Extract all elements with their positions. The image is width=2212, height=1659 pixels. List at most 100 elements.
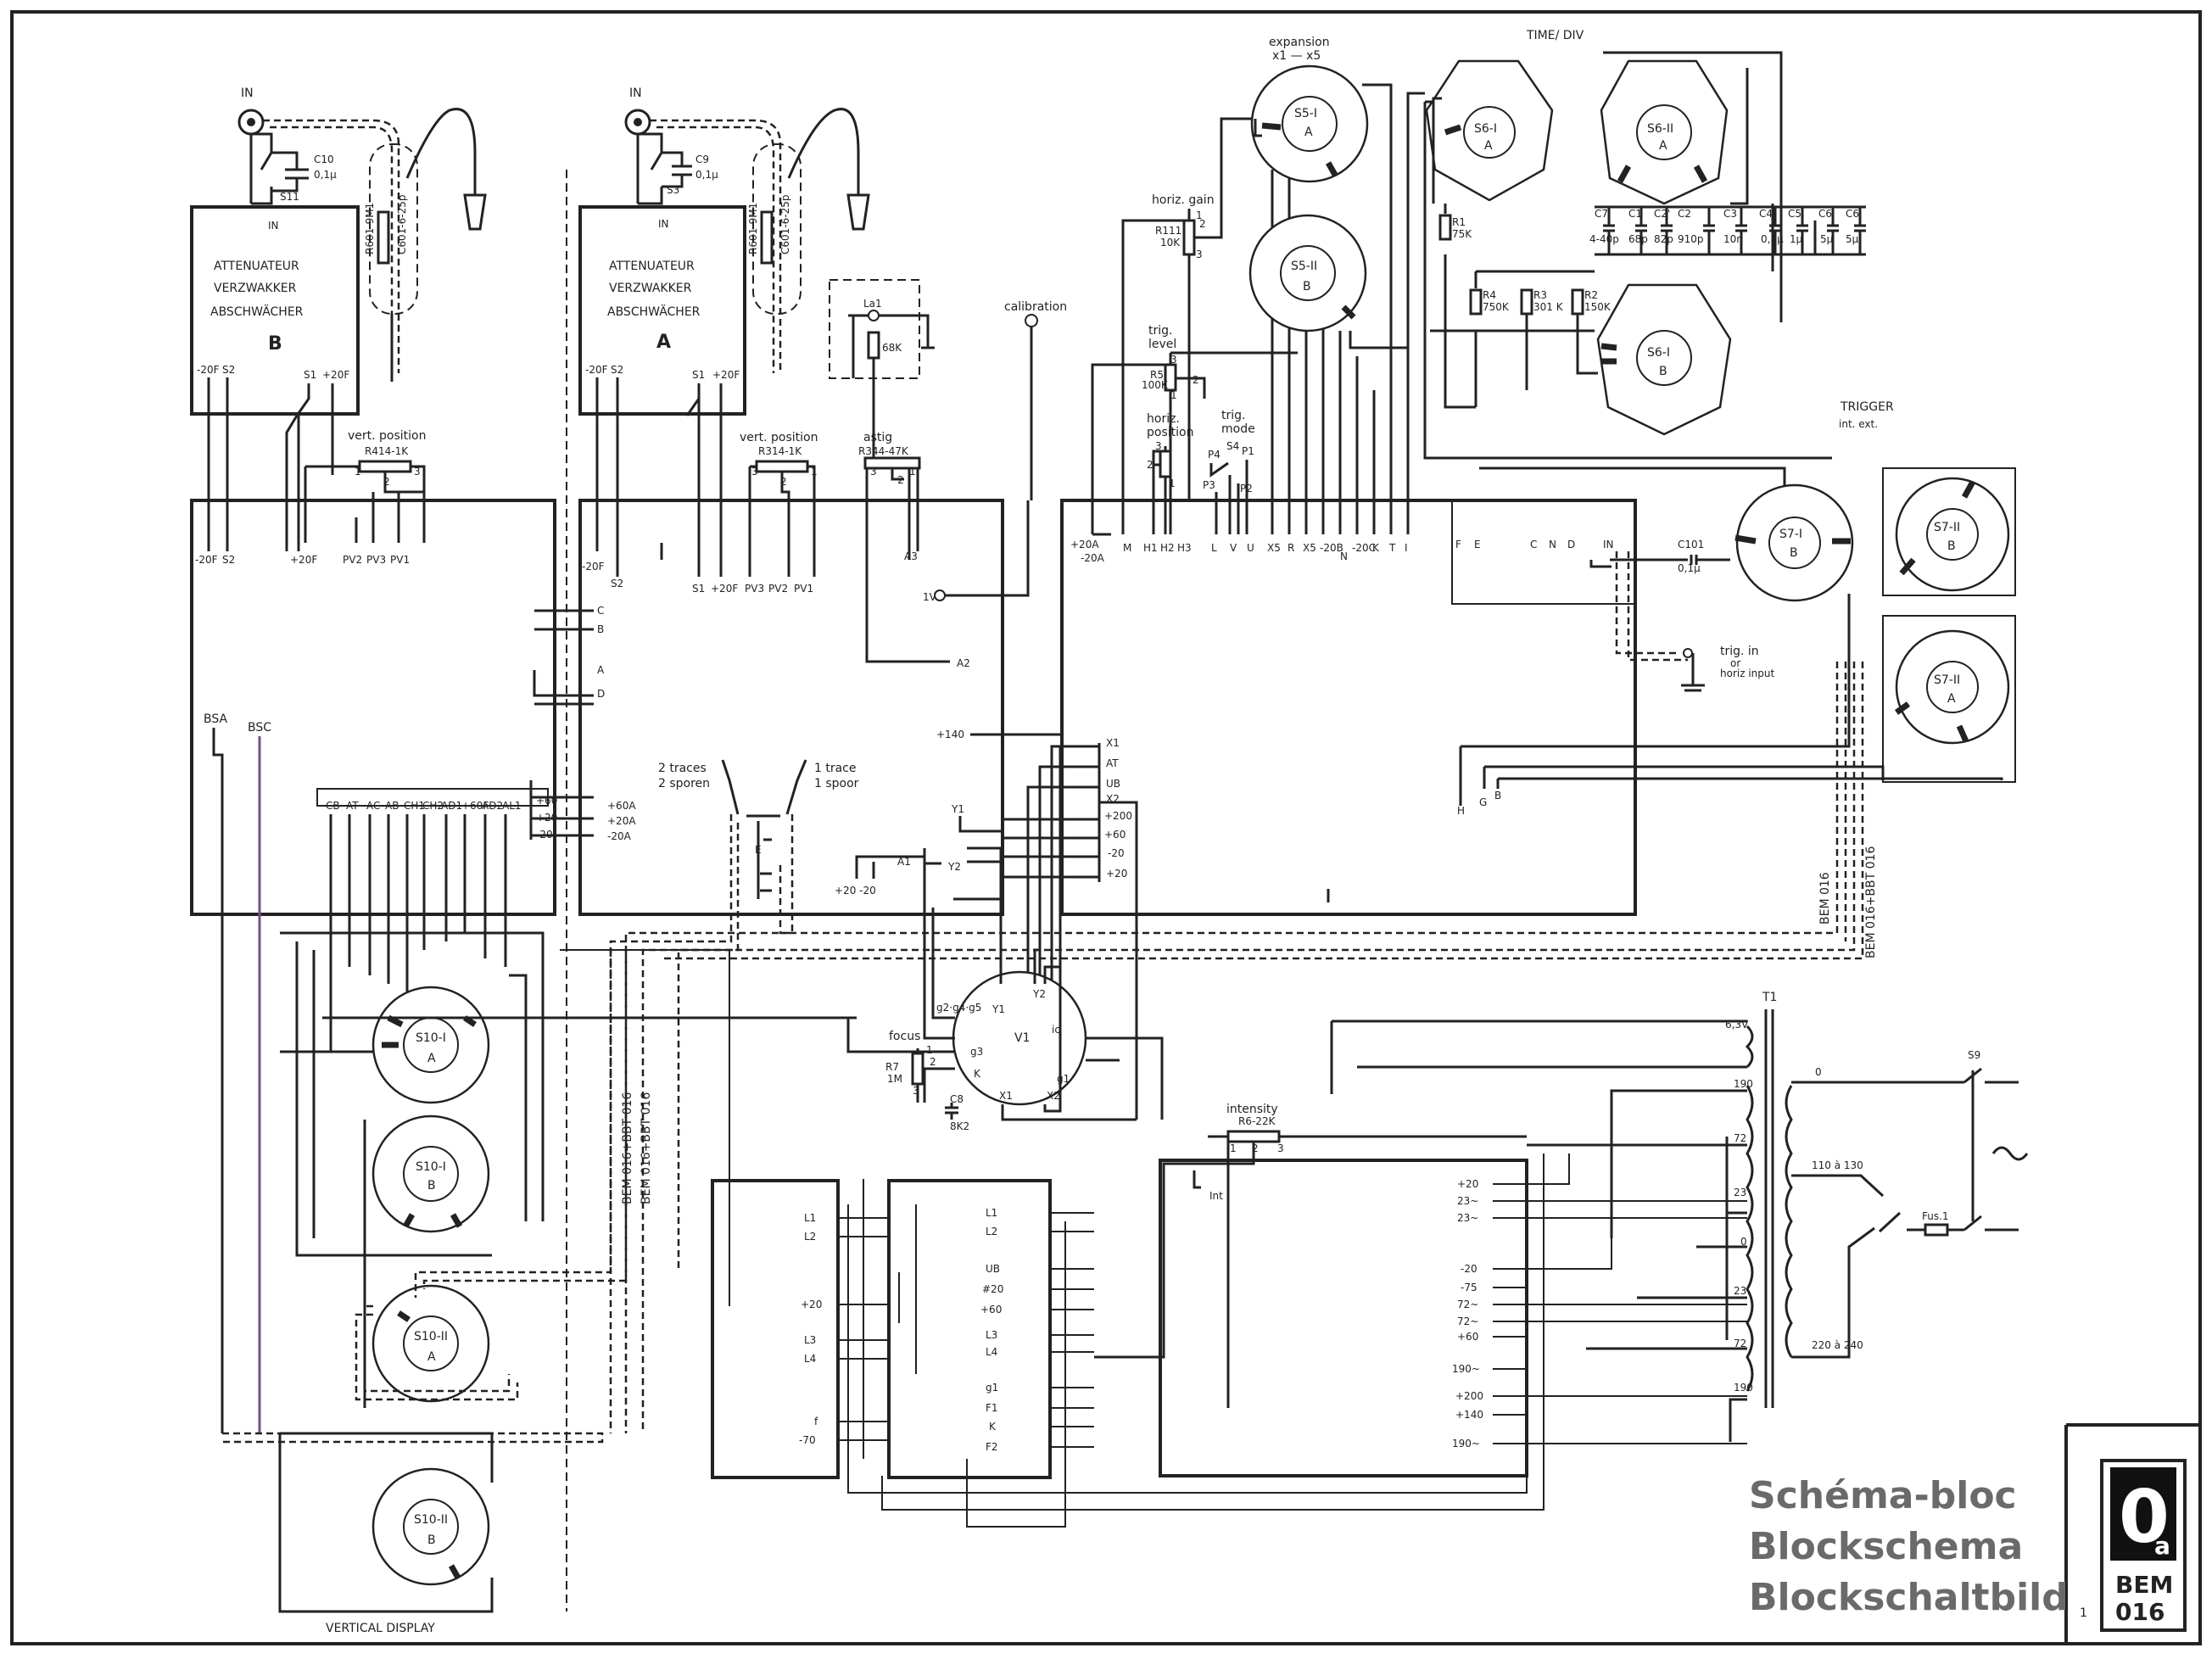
svg-text:Y2: Y2	[947, 861, 961, 873]
svg-text:A3: A3	[904, 550, 918, 562]
svg-text:3: 3	[1170, 354, 1177, 366]
svg-text:190: 190	[1734, 1382, 1753, 1394]
svg-text:C6': C6'	[1846, 208, 1862, 220]
attenuator-a: ATTENUATEUR VERZWAKKER ABSCHWÄCHER A -20…	[578, 205, 746, 577]
svg-text:750K: 750K	[1483, 301, 1510, 313]
svg-text:U: U	[1247, 542, 1254, 554]
svg-text:Int: Int	[1209, 1190, 1223, 1202]
svg-text:Fus.1: Fus.1	[1922, 1210, 1949, 1222]
svg-text:190~: 190~	[1452, 1363, 1480, 1375]
svg-text:-20F: -20F	[197, 364, 220, 376]
svg-text:+140: +140	[1455, 1409, 1483, 1421]
trig-mode: trig. mode P4 S4 P1 P3 P2	[1203, 409, 1255, 534]
svg-text:-20F: -20F	[585, 364, 608, 376]
svg-text:H1: H1	[1143, 542, 1158, 554]
svg-text:-20A: -20A	[607, 830, 632, 842]
svg-text:C7: C7	[1595, 208, 1608, 220]
svg-text:3: 3	[751, 466, 758, 478]
svg-text:C601-6-25p: C601-6-25p	[779, 195, 791, 254]
svg-text:S10-II: S10-II	[414, 1330, 448, 1343]
sheet-badge	[2100, 1459, 2187, 1632]
svg-text:C10: C10	[314, 154, 334, 165]
svg-text:82p: 82p	[1654, 233, 1673, 245]
svg-text:2: 2	[1199, 218, 1206, 230]
svg-text:A: A	[1947, 692, 1956, 706]
svg-text:H3: H3	[1177, 542, 1192, 554]
psu-left-board: L1 L2 +20 L3 L4 f -70	[711, 1179, 840, 1479]
svg-text:L4: L4	[804, 1353, 816, 1365]
svg-text:0,1µ: 0,1µ	[695, 169, 718, 181]
svg-text:4-40p: 4-40p	[1589, 233, 1619, 245]
svg-text:G: G	[1479, 796, 1487, 808]
svg-text:vert. position: vert. position	[740, 431, 818, 444]
svg-text:C2: C2	[1678, 208, 1691, 220]
svg-text:A: A	[1484, 139, 1493, 153]
svg-text:R1: R1	[1452, 216, 1466, 228]
svg-text:C601-6-25p: C601-6-25p	[396, 195, 408, 254]
svg-text:3: 3	[1155, 440, 1162, 452]
svg-text:2 traces: 2 traces	[658, 762, 707, 775]
calibration-output: calibration	[1004, 300, 1067, 500]
svg-text:-20F: -20F	[195, 554, 218, 566]
svg-text:mode: mode	[1221, 422, 1255, 436]
left-main-board: -20F S2 +20F PV2 PV3 PV1 BSA BSC CB AT A…	[190, 499, 636, 1433]
page-number: 1	[2080, 1606, 2087, 1620]
astig-control: La1 68K astig R344-47K 321	[829, 279, 943, 663]
middle-board: -20F S2 S1 +20F PV3 PV2 PV1 1V A2 A3 2 t…	[578, 499, 1030, 1433]
svg-text:horiz.: horiz.	[1147, 412, 1180, 426]
svg-text:1µ: 1µ	[1790, 233, 1803, 245]
badge-code: 0	[2119, 1475, 2170, 1560]
svg-text:R414-1K: R414-1K	[365, 445, 409, 457]
svg-text:+200: +200	[1455, 1390, 1483, 1402]
svg-text:BEM 016+BBT 016: BEM 016+BBT 016	[1864, 846, 1878, 958]
svg-text:S3: S3	[667, 184, 679, 196]
svg-text:R5: R5	[1150, 369, 1164, 381]
svg-text:B: B	[1790, 546, 1798, 560]
svg-text:L1: L1	[986, 1207, 997, 1219]
svg-text:0: 0	[1815, 1066, 1822, 1078]
svg-text:10K: 10K	[1160, 237, 1181, 249]
svg-text:10n: 10n	[1723, 233, 1743, 245]
svg-text:-20: -20	[1461, 1263, 1477, 1275]
psu-wiring	[560, 949, 1747, 1528]
svg-text:F1: F1	[986, 1402, 998, 1414]
svg-text:301 K: 301 K	[1533, 301, 1564, 313]
svg-text:+200: +200	[1104, 810, 1132, 822]
svg-text:AT: AT	[346, 800, 359, 812]
svg-text:+60: +60	[536, 795, 557, 807]
svg-text:S1: S1	[304, 369, 316, 381]
svg-text:R3: R3	[1533, 289, 1547, 301]
svg-text:S2: S2	[611, 578, 623, 589]
svg-text:+60F: +60F	[461, 800, 489, 812]
svg-text:68p: 68p	[1628, 233, 1648, 245]
svg-text:ATTENUATEUR: ATTENUATEUR	[214, 260, 299, 273]
svg-text:-20B: -20B	[1320, 542, 1343, 554]
svg-text:B: B	[597, 623, 604, 635]
svg-text:H: H	[1457, 805, 1465, 817]
svg-text:BSC: BSC	[248, 721, 271, 735]
svg-text:0,1µ: 0,1µ	[1678, 562, 1701, 574]
svg-text:2: 2	[780, 476, 787, 488]
svg-text:R7: R7	[885, 1061, 899, 1073]
svg-text:0: 0	[1740, 1236, 1747, 1248]
svg-text:C5: C5	[1788, 208, 1801, 220]
input-b-section: IN C10 0,1µ S11 IN R601-9M1 C601-6-25p	[237, 87, 487, 382]
svg-text:H2: H2	[1160, 542, 1175, 554]
svg-text:S1: S1	[692, 369, 705, 381]
svg-text:X5: X5	[1267, 542, 1281, 554]
svg-text:E: E	[1474, 539, 1481, 550]
svg-text:R601-9M1: R601-9M1	[747, 203, 759, 254]
svg-text:+60A: +60A	[607, 800, 636, 812]
svg-text:horiz. gain: horiz. gain	[1152, 193, 1215, 207]
svg-text:3: 3	[1196, 249, 1203, 260]
svg-text:190~: 190~	[1452, 1438, 1480, 1450]
svg-text:+140: +140	[936, 729, 964, 740]
svg-text:A: A	[1659, 139, 1667, 153]
svg-text:C8: C8	[950, 1093, 964, 1105]
svg-text:72: 72	[1734, 1338, 1746, 1349]
badge-sub: a	[2154, 1532, 2170, 1560]
svg-text:CB: CB	[326, 800, 340, 812]
svg-text:S11: S11	[280, 191, 299, 203]
